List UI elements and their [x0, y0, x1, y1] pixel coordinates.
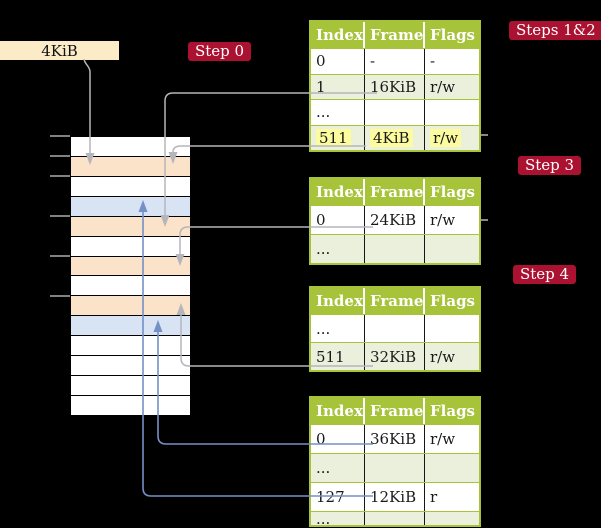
cell-index: ...: [311, 315, 365, 342]
cell-frame: 16KiB: [365, 74, 425, 99]
column-header-frame: Frame: [365, 398, 425, 424]
table-row-ellipsis: ...: [311, 453, 479, 482]
highlighted-value: r/w: [430, 128, 462, 147]
memory-frame-40KiB: [71, 336, 190, 357]
cell-flags: [425, 315, 477, 342]
column-header-flags: Flags: [430, 402, 475, 420]
column-header-frame: Frame: [365, 288, 425, 314]
column-header-frame: Frame: [365, 22, 425, 48]
cell-flags: r/w: [425, 126, 477, 151]
table-row-ellipsis: ...: [311, 234, 479, 263]
memory-frame-36KiB: [71, 316, 190, 337]
cell-flags: r/w: [430, 77, 456, 96]
cell-index: ...: [311, 100, 365, 125]
memory-frame-44KiB: [71, 356, 190, 377]
page-table-step-4-lower: Index Frame Flags 0 36KiB r/w ... 127 12…: [309, 396, 481, 527]
address-tick: [50, 135, 70, 137]
cell-index: 511: [311, 343, 365, 370]
frame-size-label: 4KiB: [41, 41, 78, 60]
cell-frame: 32KiB: [365, 343, 425, 370]
address-tick: [50, 175, 70, 177]
column-header-index: Index: [311, 179, 365, 205]
table-row-0: 0 36KiB r/w: [311, 424, 479, 453]
cell-frame: 24KiB: [365, 206, 425, 234]
table-row-511: 511 32KiB r/w: [311, 342, 479, 370]
memory-frame-16KiB: [71, 216, 190, 237]
cell-flags: -: [430, 52, 436, 71]
cell-flags: [425, 512, 477, 525]
column-header-flags: Flags: [430, 292, 475, 310]
table-row-ellipsis: ...: [311, 511, 479, 525]
table-row-0: 0 - -: [311, 48, 479, 74]
memory-frame-4KiB: [71, 156, 190, 177]
table-header-row: Index Frame Flags: [311, 288, 479, 314]
page-table-step-3: Index Frame Flags 0 24KiB r/w ...: [309, 177, 481, 265]
table-row-ellipsis: ...: [311, 314, 479, 342]
table-row-127: 127 12KiB r: [311, 482, 479, 511]
cell-frame: [365, 512, 425, 525]
page-table-step-4-upper: Index Frame Flags ... 511 32KiB r/w: [309, 286, 481, 372]
memory-frame-48KiB: [71, 376, 190, 396]
cell-index: 0: [311, 425, 365, 453]
address-tick: [50, 255, 70, 257]
column-header-index: Index: [311, 398, 365, 424]
frame-size-label-box: 4KiB: [0, 41, 119, 60]
table-header-row: Index Frame Flags: [311, 179, 479, 205]
highlighted-value: 511: [316, 128, 351, 147]
cell-flags: r/w: [430, 211, 456, 229]
badge-step-0: Step 0: [188, 42, 252, 61]
highlighted-value: 4KiB: [370, 128, 413, 147]
page-table-steps-1-2: Index Frame Flags 0 - - 1 16KiB r/w ... …: [309, 20, 481, 152]
cell-frame: 4KiB: [365, 125, 425, 150]
badge-step-4: Step 4: [513, 265, 577, 284]
table-header-row: Index Frame Flags: [311, 398, 479, 424]
address-tick: [50, 215, 70, 217]
column-header-index: Index: [311, 22, 365, 48]
cell-flags: [425, 235, 477, 263]
cell-frame: 36KiB: [365, 425, 425, 453]
memory-frame-32KiB: [71, 296, 190, 317]
address-tick: [50, 155, 70, 157]
cell-flags: [425, 454, 477, 482]
memory-frame-28KiB: [71, 276, 190, 297]
cell-frame: [365, 235, 425, 263]
physical-memory-column: [70, 136, 191, 416]
cell-frame: [365, 315, 425, 342]
table-row-511-highlighted: 511 4KiB r/w: [311, 124, 479, 151]
cell-flags: r/w: [430, 430, 456, 448]
cell-index: ...: [311, 512, 365, 525]
address-tick: [50, 295, 70, 297]
cell-flags: [425, 100, 477, 125]
cell-index: ...: [311, 235, 365, 263]
column-header-flags: Flags: [430, 26, 475, 44]
table-row-1: 1 16KiB r/w: [311, 73, 479, 99]
cell-index: 127: [311, 483, 365, 511]
cell-index: 1: [311, 74, 365, 99]
table-row-0: 0 24KiB r/w: [311, 205, 479, 234]
cell-flags: r: [430, 488, 438, 506]
memory-frame-8KiB: [71, 176, 190, 197]
cell-index: 0: [311, 49, 365, 74]
memory-frame-0KiB: [71, 137, 190, 157]
column-header-frame: Frame: [365, 179, 425, 205]
cell-frame: -: [365, 49, 425, 74]
cell-index: 511: [311, 125, 365, 150]
cell-frame: [365, 454, 425, 482]
memory-frame-52KiB: [71, 395, 190, 415]
cell-flags: r/w: [430, 347, 456, 366]
memory-frame-20KiB: [71, 236, 190, 257]
badge-steps-1-2: Steps 1&2: [509, 21, 601, 40]
cell-index: ...: [311, 454, 365, 482]
column-header-flags: Flags: [430, 183, 475, 201]
memory-frame-24KiB: [71, 256, 190, 277]
column-header-index: Index: [311, 288, 365, 314]
cell-frame: [365, 100, 425, 125]
table-header-row: Index Frame Flags: [311, 22, 479, 48]
memory-frame-12KiB: [71, 196, 190, 217]
badge-step-3: Step 3: [518, 156, 582, 175]
table-row-ellipsis: ...: [311, 99, 479, 125]
cell-frame: 12KiB: [365, 483, 425, 511]
cell-index: 0: [311, 206, 365, 234]
